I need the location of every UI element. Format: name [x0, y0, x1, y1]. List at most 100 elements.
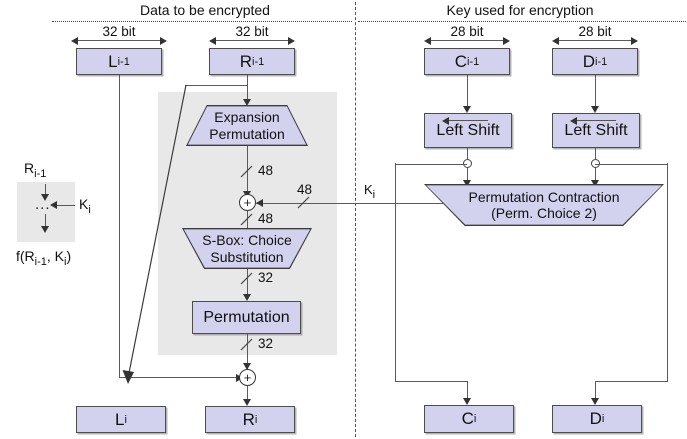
line-junction-d-right [595, 163, 668, 165]
legend-key-line [55, 204, 75, 206]
width-arrow-right-4 [631, 36, 638, 45]
arrow-sbox-to-permutation [243, 294, 251, 301]
width-arrow-right-1 [160, 36, 167, 45]
line-junction-c-to-pc2 [467, 168, 468, 184]
legend-key-letter: K [79, 196, 89, 212]
expansion-line-2: Permutation [209, 125, 285, 142]
sbox-line-2: Substitution [210, 248, 284, 265]
legend-function: f(Ri-1, Ki) [16, 248, 71, 268]
width-arrow-left-3 [424, 36, 431, 45]
line-d-prev-to-shift [595, 75, 596, 111]
arrow-key-into-xor [256, 199, 263, 207]
width-label-key-right: 28 bit [578, 24, 612, 39]
width-arrow-line-3 [430, 40, 504, 41]
width-arrow-left-4 [552, 36, 559, 45]
legend-function-sub1: i-1 [34, 255, 47, 268]
width-arrow-line-1 [77, 40, 161, 41]
legend-arrow-bottom [41, 226, 49, 233]
arrow-c-into-pc2 [463, 180, 471, 187]
pc2-line-2: (Perm. Choice 2) [491, 205, 597, 221]
register-c-prev-label: C [454, 51, 468, 71]
expansion-line-1: Expansion [214, 109, 280, 126]
vertical-divider [355, 2, 356, 437]
line-r-prev-branch [185, 85, 247, 86]
register-c-prev-sub: i-1 [467, 55, 480, 68]
block-permutation: Permutation [192, 301, 301, 334]
register-c-next-label: C [461, 409, 474, 428]
line-xor-to-sbox [247, 211, 248, 244]
legend-function-end: ) [66, 248, 72, 264]
subkey-sub: i [372, 188, 376, 201]
legend-function-start: f(R [16, 248, 35, 264]
width-arrow-left-1 [71, 36, 78, 45]
line-sbox-to-permutation [247, 269, 248, 299]
legend-function-mid: , K [46, 248, 65, 264]
bit-label-sbox-out: 32 [258, 270, 274, 285]
register-r-prev-sub: i-1 [252, 55, 265, 68]
block-left-shift-c: Left Shift [424, 113, 512, 148]
left-shift-c-label: Left Shift [436, 121, 500, 139]
register-d-next-sub: i [601, 413, 605, 425]
line-to-d-next [595, 381, 596, 402]
legend-input: Ri-1 [24, 160, 46, 180]
width-label-data-right: 32 bit [235, 24, 269, 39]
width-arrow-line-2 [215, 40, 289, 41]
bit-label-key-in: 48 [297, 182, 313, 197]
legend-dots: ... [35, 196, 51, 213]
width-label-data-left: 32 bit [102, 24, 136, 39]
arrow-xor-to-r-next [243, 399, 251, 406]
bit-label-expansion-out: 48 [258, 163, 274, 178]
bitwidth-slash-4 [240, 338, 253, 351]
legend-function-sub2: i [64, 255, 67, 268]
section-title-data: Data to be encrypted [140, 2, 270, 18]
legend-arrow-top [41, 194, 49, 201]
bitwidth-slash-2 [240, 213, 253, 226]
register-r-next-sub: i [254, 413, 258, 426]
rail-left-to-c-next [395, 381, 467, 382]
arrow-r-prev-into-expansion [243, 99, 251, 106]
arrow-into-c-next [463, 398, 471, 405]
header-divider-right [358, 21, 686, 22]
legend-key-sub: i [88, 203, 91, 216]
left-shift-c-arrow-line [448, 120, 488, 121]
register-l-next-sub: i [124, 413, 127, 426]
register-c-next-sub: i [473, 413, 477, 425]
left-shift-d-arrow-line [576, 120, 616, 121]
line-junction-d-to-pc2 [595, 168, 596, 184]
line-xor-to-r-next [247, 386, 248, 403]
block-permutation-contraction: Permutation Contraction (Perm. Choice 2) [424, 184, 664, 226]
arrow-c-prev-to-shift [463, 106, 471, 113]
line-shift-c-to-junction [467, 148, 468, 163]
bitwidth-slash-3 [240, 272, 253, 285]
register-l-prev-label: L [108, 51, 118, 71]
section-title-key: Key used for encryption [446, 2, 594, 18]
xor-gate-key: + [239, 194, 256, 211]
header-divider-left [52, 21, 352, 22]
legend-key-arrow [50, 201, 57, 209]
arrow-permutation-to-xor [243, 363, 251, 370]
width-label-key-left: 28 bit [450, 24, 484, 39]
arrow-d-into-pc2 [591, 180, 599, 187]
width-arrow-right-2 [288, 36, 295, 45]
register-d-next-label: D [589, 409, 602, 428]
line-c-prev-to-shift [467, 75, 468, 111]
width-arrow-right-3 [503, 36, 510, 45]
register-l-prev-sub: i-1 [117, 55, 130, 68]
block-left-shift-d: Left Shift [552, 113, 640, 148]
arrow-d-prev-to-shift [591, 106, 599, 113]
width-arrow-line-4 [558, 40, 632, 41]
bit-label-permutation-out: 32 [258, 336, 274, 351]
line-to-c-next [467, 381, 468, 402]
block-sbox: S-Box: Choice Substitution [182, 228, 312, 269]
line-l-prev-to-xor [119, 377, 243, 378]
legend-key: Ki [79, 196, 91, 216]
line-l-prev-down [119, 75, 120, 377]
xor-symbol-1: + [243, 195, 252, 210]
